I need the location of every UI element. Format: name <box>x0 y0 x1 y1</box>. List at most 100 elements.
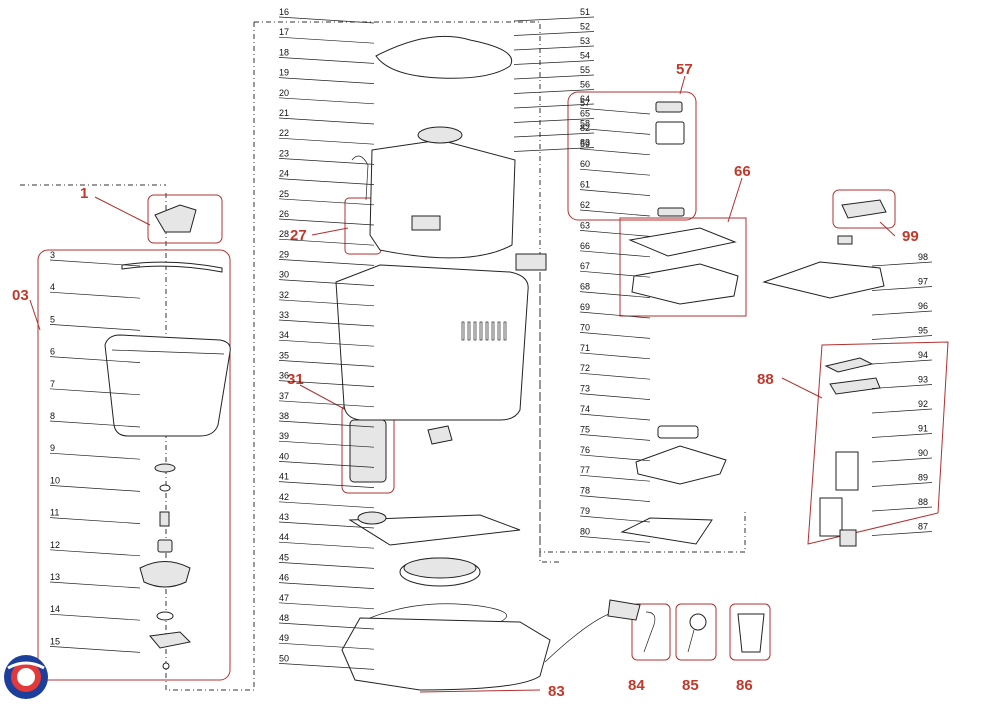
leader-line <box>579 393 651 400</box>
group-label: 57 <box>676 61 693 78</box>
part-clip-14 <box>149 631 192 649</box>
leader-66 <box>727 177 743 223</box>
callout-number: 68 <box>580 282 590 292</box>
part-panel-cover-66 <box>628 227 737 257</box>
callout-number: 25 <box>279 189 289 199</box>
callout-number: 28 <box>279 229 289 239</box>
group-label: 66 <box>734 163 751 180</box>
callout-number: 71 <box>580 343 590 353</box>
group-label: 86 <box>736 677 753 694</box>
leader-57 <box>679 75 686 95</box>
leader-line <box>871 384 933 389</box>
leader-line <box>278 198 375 206</box>
callout-number: 97 <box>918 277 928 287</box>
leader-line <box>278 360 375 367</box>
leader-line <box>278 259 375 266</box>
callout-number: 75 <box>580 424 590 434</box>
leader-line <box>278 481 375 488</box>
leader-line <box>278 400 375 408</box>
center-left-dashed-frame <box>165 22 255 691</box>
leader-line <box>579 291 651 298</box>
leader-line <box>579 311 651 319</box>
callout-number: 79 <box>580 506 590 516</box>
callout-number: 10 <box>50 475 60 485</box>
leader-line <box>579 474 651 482</box>
leader-line <box>278 319 375 327</box>
leader-line <box>278 16 375 24</box>
callout-number: 38 <box>279 411 289 421</box>
leader-line <box>278 279 375 286</box>
leader-line <box>513 118 595 123</box>
callout-number: 56 <box>580 80 590 90</box>
leader-line <box>278 238 375 246</box>
leader-line <box>871 457 933 463</box>
callout-number: 63 <box>580 220 590 230</box>
callout-number: 18 <box>279 47 289 57</box>
part-vent-cap-21 <box>417 126 463 144</box>
callout-number: 36 <box>279 371 289 381</box>
group-box-85 <box>675 603 717 661</box>
leader-line <box>871 310 933 316</box>
group-label: 88 <box>757 371 774 388</box>
callout-number: 23 <box>279 148 289 158</box>
leader-line <box>579 434 651 441</box>
brand-logo <box>4 655 48 699</box>
leader-line <box>513 31 595 36</box>
leader-line <box>278 299 375 307</box>
part-drive-base-12 <box>139 561 191 588</box>
callout-number: 12 <box>50 540 60 550</box>
group-label: 85 <box>682 677 699 694</box>
part-bracket-33 <box>427 425 453 445</box>
callout-number: 78 <box>580 486 590 496</box>
callout-number: 54 <box>580 51 590 61</box>
callout-number: 59 <box>580 139 590 149</box>
leader-line <box>579 250 651 258</box>
callout-number: 16 <box>279 7 289 17</box>
leader-line <box>579 107 651 115</box>
callout-number: 96 <box>918 301 928 311</box>
right-column-labels: 5758596061626366676869707172737475767778… <box>579 98 651 543</box>
callout-number: 45 <box>279 552 289 562</box>
callout-number: 55 <box>580 65 590 75</box>
part-plug <box>607 599 641 621</box>
callout-number: 26 <box>279 209 289 219</box>
group-box-1 <box>147 194 223 244</box>
callout-number: 7 <box>50 379 55 389</box>
callout-number: 57 <box>580 98 590 108</box>
leader-line <box>579 454 651 462</box>
leader-line <box>871 286 933 291</box>
leader-line <box>49 420 141 428</box>
callout-number: 93 <box>918 375 928 385</box>
leader-line <box>49 581 141 589</box>
part-seal-6 <box>154 463 176 473</box>
part-hook-84 <box>643 611 656 653</box>
callout-number: 90 <box>918 448 928 458</box>
leader-line <box>513 16 595 22</box>
leader-line <box>278 178 375 185</box>
housing-vents <box>461 321 507 341</box>
leader-83 <box>419 689 541 693</box>
group-box-57 <box>567 91 697 221</box>
leader-line <box>871 408 933 414</box>
leader-line <box>579 148 651 156</box>
callout-number: 43 <box>279 512 289 522</box>
callout-number: 42 <box>279 492 289 502</box>
leader-03 <box>29 299 41 331</box>
pan-rim-line <box>111 349 225 355</box>
part-cover-76 <box>635 445 727 485</box>
leader-line <box>278 137 375 145</box>
part-power-cord <box>544 609 626 663</box>
leader-line <box>579 372 651 380</box>
leader-line <box>49 388 141 396</box>
leader-line <box>579 332 651 339</box>
part-bread-pan <box>104 334 231 437</box>
part-cable-23 <box>351 155 369 201</box>
callout-number: 29 <box>279 249 289 259</box>
leader-line <box>278 501 375 509</box>
leader-1 <box>94 196 151 226</box>
callout-number: 48 <box>279 613 289 623</box>
callout-number: 3 <box>50 250 55 260</box>
callout-number: 98 <box>918 252 928 262</box>
